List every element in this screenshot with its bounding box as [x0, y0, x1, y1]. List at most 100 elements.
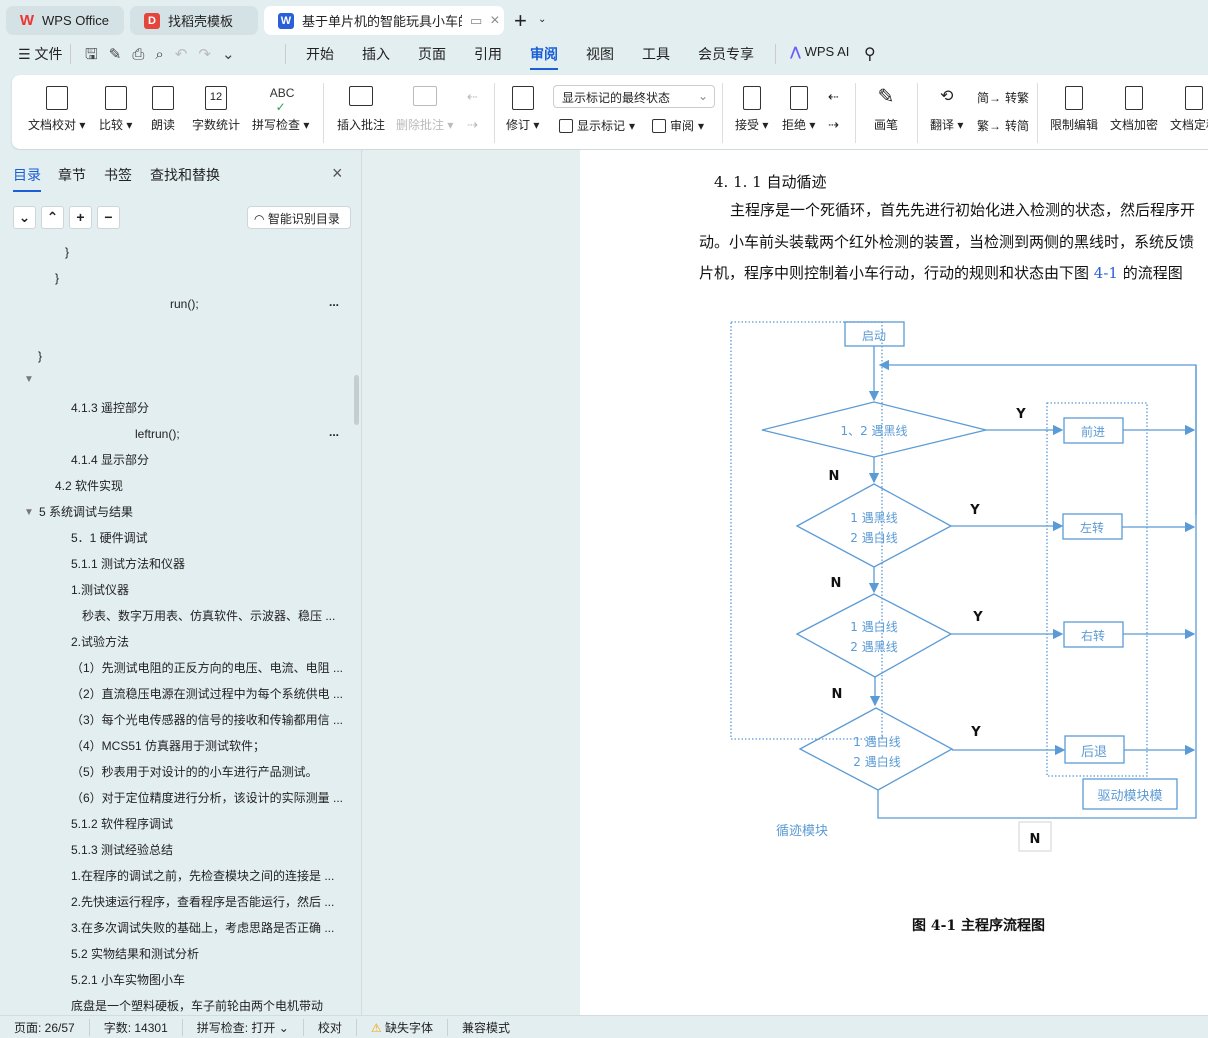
more-options-icon[interactable]: ...: [329, 295, 340, 309]
menu-page[interactable]: 页面: [418, 46, 446, 62]
to-traditional-button[interactable]: 简→转繁: [977, 89, 1029, 106]
menu-insert[interactable]: 插入: [362, 46, 390, 62]
tab-toc[interactable]: 目录: [13, 167, 41, 192]
spell-check-button[interactable]: ABC✓拼写检查 ▾: [252, 86, 309, 133]
toc-item[interactable]: 2.试验方法: [71, 635, 130, 649]
toc-item[interactable]: 1.在程序的调试之前，先检查模块之间的连接是 ...: [71, 869, 335, 883]
compare-button[interactable]: 比较 ▾: [99, 86, 132, 133]
toc-item[interactable]: （3）每个光电传感器的信号的接收和传输都用信 ...: [71, 713, 344, 727]
finalize-document-button[interactable]: 文档定稿: [1170, 86, 1208, 133]
toc-item[interactable]: 4.1.3 遥控部分: [71, 401, 150, 415]
previous-comment-icon[interactable]: ⇠: [467, 89, 478, 104]
toc-item[interactable]: 秒表、数字万用表、仿真软件、示波器、稳压 ...: [82, 609, 336, 623]
toc-item[interactable]: run();: [170, 297, 199, 311]
toc-item[interactable]: leftrun();: [135, 427, 180, 441]
next-comment-icon[interactable]: ⇢: [467, 117, 478, 132]
scrollbar-thumb[interactable]: [354, 375, 359, 425]
encrypt-document-button[interactable]: 文档加密: [1110, 86, 1158, 133]
next-change-icon[interactable]: ⇢: [828, 117, 839, 132]
review-pane-button[interactable]: 审阅▾: [652, 117, 704, 134]
translate-button[interactable]: ⟲翻译 ▾: [930, 86, 963, 133]
collapse-up-button[interactable]: ⌃: [41, 206, 64, 229]
print-icon[interactable]: ⎙: [132, 46, 156, 63]
search-icon[interactable]: ⚲: [864, 46, 876, 63]
undo-icon[interactable]: ↶: [174, 46, 199, 63]
page-indicator[interactable]: 页面: 26/57: [0, 1018, 90, 1036]
toc-item[interactable]: 底盘是一个塑料硬板，车子前轮由两个电机带动: [71, 999, 324, 1013]
menu-tools[interactable]: 工具: [642, 46, 670, 62]
previous-change-icon[interactable]: ⇠: [828, 89, 839, 104]
expand-down-button[interactable]: ⌄: [13, 206, 36, 229]
pen-button[interactable]: ✎画笔: [874, 86, 898, 133]
toc-item[interactable]: 4.2 软件实现: [55, 479, 124, 493]
tab-document[interactable]: W基于单片机的智能玩具小车的设▭×: [264, 6, 504, 35]
toc-item[interactable]: }: [65, 245, 70, 259]
spell-check-toggle[interactable]: 拼写检查: 打开 ⌄: [183, 1018, 304, 1036]
save-icon[interactable]: 🖫: [85, 46, 109, 63]
figure-reference-link[interactable]: 4-1: [1093, 264, 1118, 282]
to-simplified-button[interactable]: 繁→转简: [977, 117, 1029, 134]
new-tab-button[interactable]: +: [514, 8, 527, 33]
menu-review[interactable]: 审阅: [530, 46, 558, 70]
window-icon[interactable]: ▭: [470, 12, 483, 28]
toc-item[interactable]: 5．1 硬件调试: [71, 531, 148, 545]
format-painter-icon[interactable]: ✎: [108, 46, 133, 63]
track-module-label: 循迹模块: [776, 824, 828, 839]
insert-comment-button[interactable]: 插入批注: [337, 86, 385, 133]
tab-find-replace[interactable]: 查找和替换: [150, 167, 220, 183]
collapse-triangle-icon[interactable]: ▼: [24, 374, 34, 385]
tab-chapters[interactable]: 章节: [58, 167, 86, 183]
toc-item[interactable]: （5）秒表用于对设计的的小车进行产品测试。: [71, 765, 318, 779]
smart-toc-button[interactable]: ◠ 智能识别目录: [247, 206, 351, 229]
wps-ai-button[interactable]: ⋀ WPS AI: [790, 44, 849, 60]
print-preview-icon[interactable]: ⌕: [155, 46, 175, 63]
toc-item[interactable]: 5.2 实物结果和测试分析: [71, 947, 200, 961]
word-count-indicator[interactable]: 字数: 14301: [90, 1018, 183, 1036]
restrict-editing-button[interactable]: 限制编辑: [1050, 86, 1098, 133]
track-changes-button[interactable]: 修订 ▾: [506, 86, 539, 133]
file-menu[interactable]: ☰ 文件: [18, 44, 62, 64]
more-options-icon[interactable]: ...: [329, 425, 340, 439]
toc-item[interactable]: （6）对于定位精度进行分析，该设计的实际测量 ...: [71, 791, 344, 805]
missing-font-indicator[interactable]: ⚠ 缺失字体: [357, 1018, 448, 1036]
toc-item[interactable]: 5.1.2 软件程序调试: [71, 817, 174, 831]
menu-membership[interactable]: 会员专享: [698, 46, 754, 62]
proofread-indicator[interactable]: 校对: [304, 1018, 357, 1036]
menu-references[interactable]: 引用: [474, 46, 502, 62]
toc-item[interactable]: 2.先快速运行程序，查看程序是否能运行，然后 ...: [71, 895, 335, 909]
toc-item[interactable]: （1）先测试电阻的正反方向的电压、电流、电阻 ...: [71, 661, 344, 675]
toc-item[interactable]: （4）MCS51 仿真器用于测试软件；: [71, 739, 266, 753]
markup-display-select[interactable]: 显示标记的最终状态⌄: [553, 85, 715, 108]
read-aloud-button[interactable]: 朗读: [151, 86, 175, 133]
toc-item[interactable]: 1.测试仪器: [71, 583, 130, 597]
flowchart: 启动 1、2 遇黑线 1 遇黑线 2 遇白线 1 遇白线 2 遇黑线 1 遇白线…: [730, 321, 1197, 852]
tab-bookmarks[interactable]: 书签: [104, 167, 132, 183]
toc-item[interactable]: 5.1.3 测试经验总结: [71, 843, 174, 857]
more-chevron-icon[interactable]: ⌄: [221, 46, 246, 63]
demote-button[interactable]: −: [97, 206, 120, 229]
menu-home[interactable]: 开始: [306, 46, 334, 62]
toc-item[interactable]: （2）直流稳压电源在测试过程中为每个系统供电 ...: [71, 687, 344, 701]
tab-list-chevron-icon[interactable]: ⌄: [538, 14, 547, 25]
toc-item[interactable]: 5 系统调试与结果: [39, 505, 134, 519]
reject-button[interactable]: 拒绝 ▾: [782, 86, 815, 133]
proofread-button[interactable]: 文档校对 ▾: [28, 86, 85, 133]
close-tab-icon[interactable]: ×: [490, 11, 500, 29]
delete-comment-button[interactable]: 删除批注 ▾: [396, 86, 453, 133]
promote-button[interactable]: +: [69, 206, 92, 229]
show-markup-button[interactable]: 显示标记▾: [559, 117, 635, 134]
toc-item[interactable]: 5.1.1 测试方法和仪器: [71, 557, 186, 571]
toc-item[interactable]: 4.1.4 显示部分: [71, 453, 150, 467]
toc-item[interactable]: }: [55, 271, 60, 285]
redo-icon[interactable]: ↷: [198, 46, 222, 63]
menu-view[interactable]: 视图: [586, 46, 614, 62]
collapse-triangle-icon[interactable]: ▼: [24, 507, 34, 518]
toc-item[interactable]: }: [38, 349, 43, 363]
toc-item[interactable]: 3.在多次调试失败的基础上，考虑思路是否正确 ...: [71, 921, 335, 935]
toc-item[interactable]: 5.2.1 小车实物图小车: [71, 973, 186, 987]
close-pane-icon[interactable]: ×: [332, 163, 343, 183]
accept-button[interactable]: 接受 ▾: [735, 86, 768, 133]
